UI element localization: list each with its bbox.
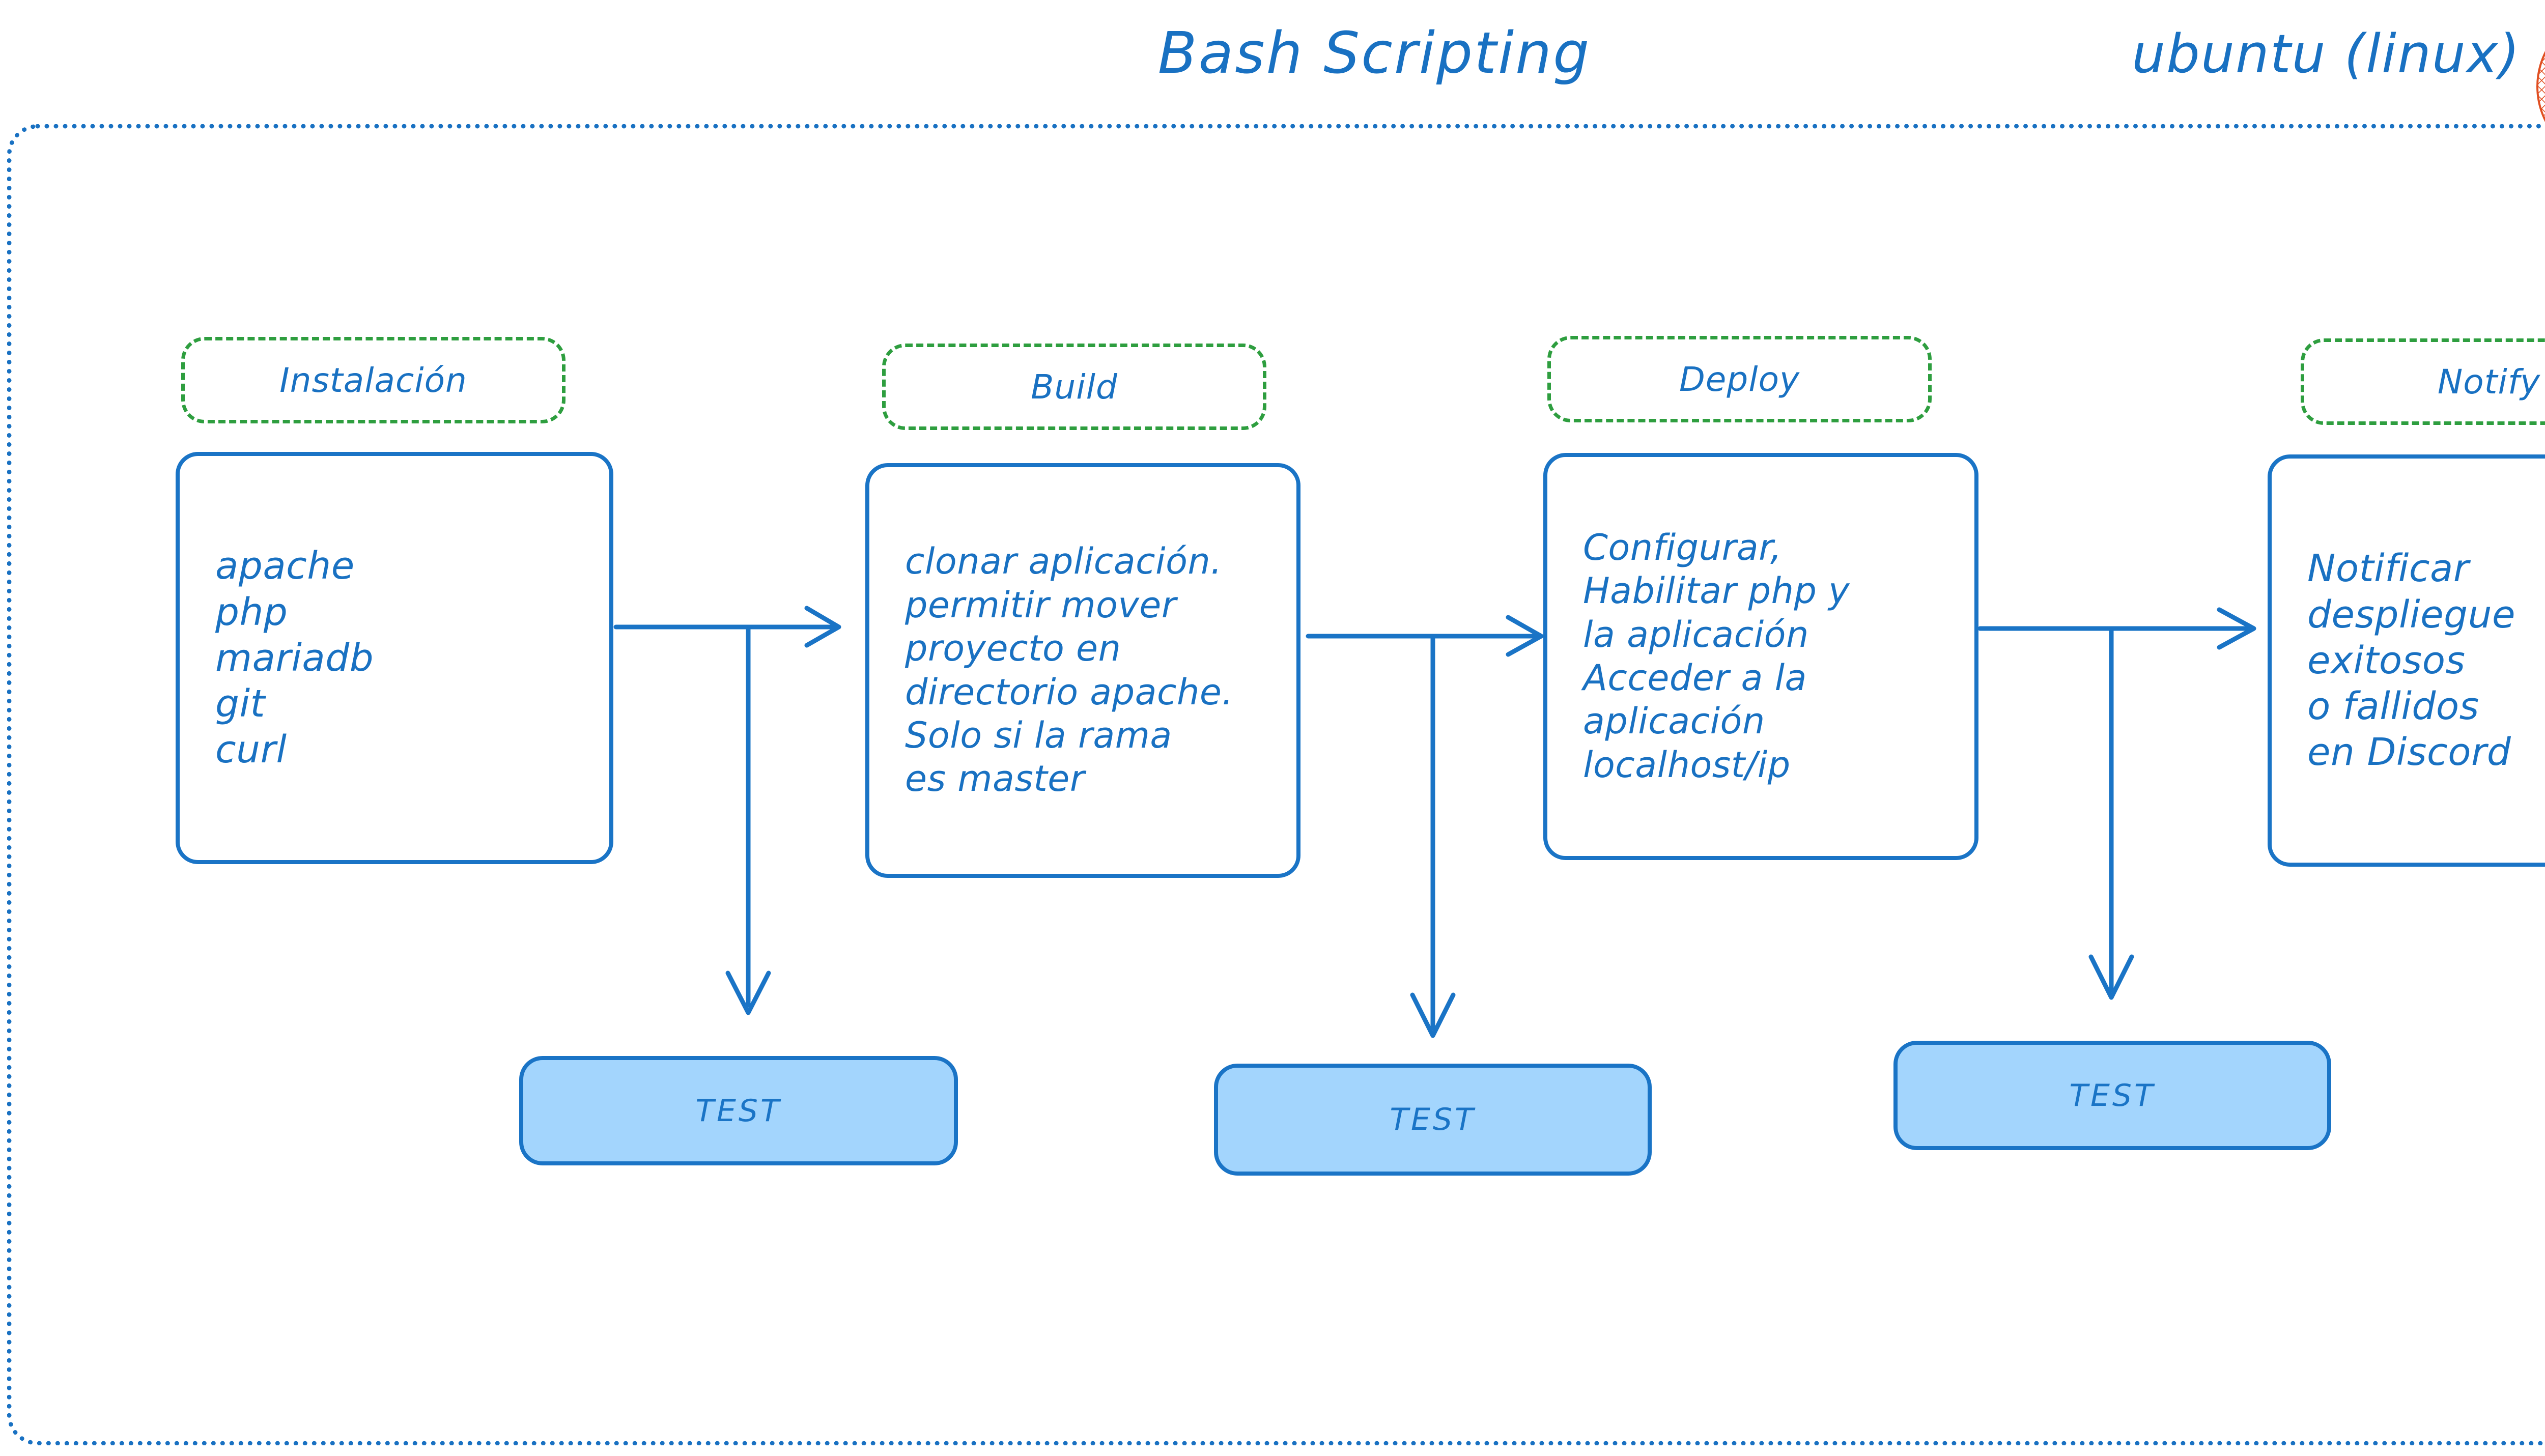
- platform-label: ubuntu (linux): [2132, 23, 2521, 85]
- stage-box-instalacion[interactable]: apache php mariadb git curl: [176, 452, 613, 864]
- page-title: Bash Scripting: [1157, 20, 1591, 87]
- stage-label-instalacion[interactable]: Instalación: [181, 337, 565, 423]
- stage-box-text: clonar aplicación. permitir mover proyec…: [905, 540, 1234, 800]
- stage-box-deploy[interactable]: Configurar, Habilitar php y la aplicació…: [1543, 453, 1978, 860]
- stage-label-text: Deploy: [1679, 359, 1800, 399]
- test-box-1[interactable]: TEST: [519, 1056, 958, 1165]
- stage-label-build[interactable]: Build: [882, 344, 1266, 430]
- stage-box-text: Notificar despliegue exitosos o fallidos…: [2307, 547, 2516, 775]
- diagram-frame: [7, 124, 2545, 1445]
- stage-label-deploy[interactable]: Deploy: [1547, 336, 1932, 422]
- stage-label-text: Build: [1031, 367, 1118, 407]
- stage-label-text: Notify: [2437, 362, 2541, 402]
- stage-box-text: apache php mariadb git curl: [215, 544, 374, 772]
- stage-box-text: Configurar, Habilitar php y la aplicació…: [1583, 526, 1850, 786]
- test-box-label: TEST: [695, 1093, 782, 1129]
- test-box-label: TEST: [2069, 1077, 2156, 1114]
- test-box-2[interactable]: TEST: [1214, 1064, 1652, 1176]
- ubuntu-logo: [2532, 5, 2545, 168]
- stage-label-text: Instalación: [279, 360, 467, 400]
- stage-box-notify[interactable]: Notificar despliegue exitosos o fallidos…: [2268, 454, 2545, 867]
- test-box-label: TEST: [1390, 1102, 1476, 1137]
- stage-box-build[interactable]: clonar aplicación. permitir mover proyec…: [865, 463, 1300, 878]
- stage-label-notify[interactable]: Notify: [2301, 338, 2545, 425]
- test-box-3[interactable]: TEST: [1893, 1041, 2331, 1150]
